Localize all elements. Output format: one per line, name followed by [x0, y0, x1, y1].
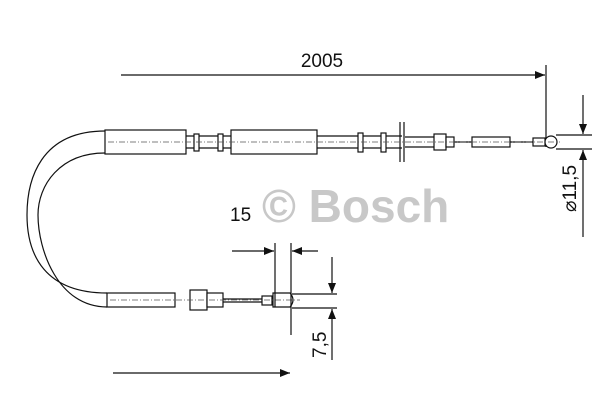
lower-cable — [106, 289, 300, 311]
end-diameter-label: 7,5 — [310, 332, 331, 358]
length-label: 2005 — [301, 51, 343, 72]
sleeve-1 — [104, 129, 187, 155]
eye-diameter-label: ⌀11,5 — [560, 165, 581, 212]
cable-bend-inner — [37, 152, 108, 308]
cable-bend-outer — [26, 130, 108, 294]
upper-cable — [104, 122, 560, 162]
bosch-watermark: © Bosch — [262, 180, 449, 232]
end-length-label: 15 — [230, 205, 251, 226]
